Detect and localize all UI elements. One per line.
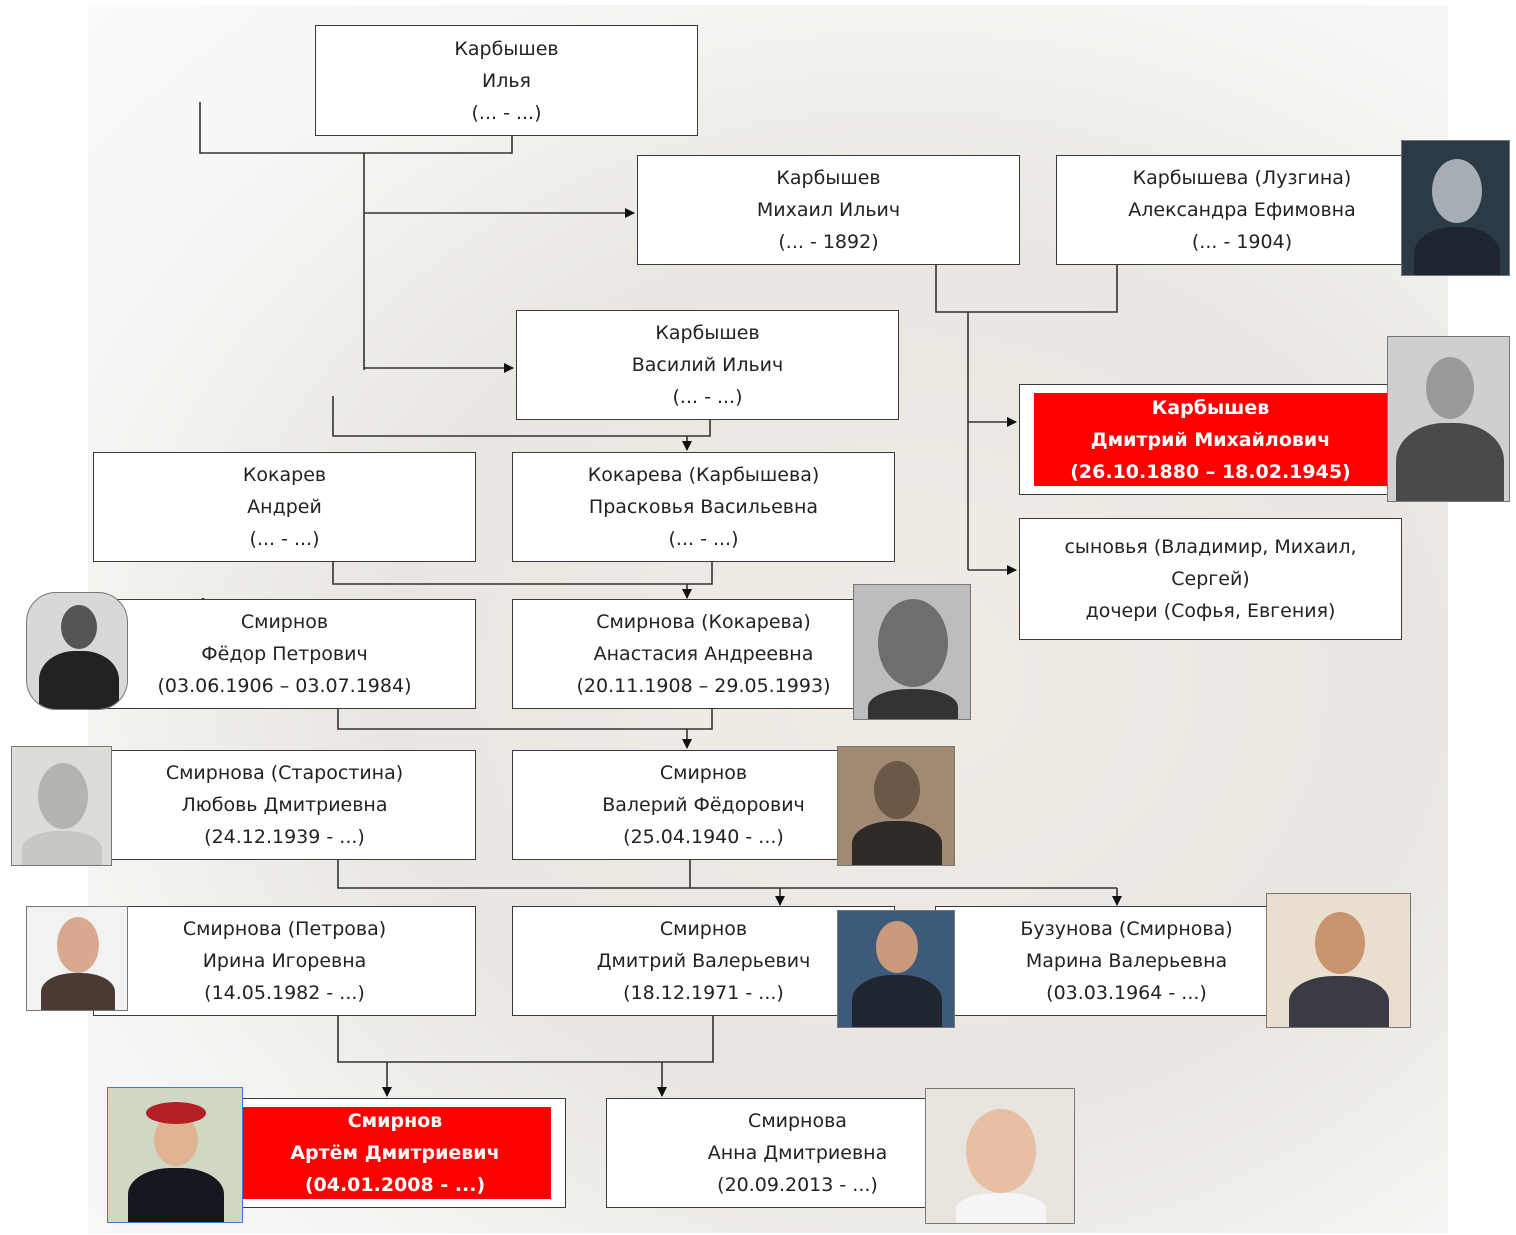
person-card-mikhail: Карбышев Михаил Ильич (... - 1892) [637, 155, 1020, 265]
given-name: Илья [482, 69, 531, 92]
photo-anna [925, 1088, 1075, 1224]
person-card-anastasia: Смирнова (Кокарева) Анастасия Андреевна … [512, 599, 895, 709]
given-name: Александра Ефимовна [1128, 199, 1356, 221]
photo-irina [26, 906, 128, 1011]
person-card-irina: Смирнова (Петрова) Ирина Игоревна (14.05… [93, 906, 476, 1016]
surname: Смирнов [347, 1110, 443, 1132]
person-card-lyubov: Смирнова (Старостина) Любовь Дмитриевна … [93, 750, 476, 860]
person-card-artem: Смирнов Артём Дмитриевич (04.01.2008 - .… [182, 1098, 566, 1208]
given-name: Любовь Дмитриевна [181, 794, 388, 816]
lifespan: (20.09.2013 - ...) [717, 1174, 878, 1196]
connector-irina-dmitry [337, 1016, 714, 1063]
surname: Смирнов [659, 762, 748, 784]
given-name: Артём Дмитриевич [290, 1142, 500, 1164]
photo-dmitry-smirnov [837, 910, 955, 1028]
surname: Смирнова (Старостина) [165, 762, 404, 784]
given-name: Прасковья Васильевна [588, 496, 819, 518]
photo-dmitry-karbyshev [1387, 336, 1510, 502]
connector-fedor-anastasia [337, 709, 713, 730]
surname: Смирнова [748, 1110, 847, 1132]
daughters-line: дочери (Софья, Евгения) [1085, 600, 1336, 622]
person-card-andrey: Кокарев Андрей (... - ...) [93, 452, 476, 562]
surname: Смирнов [659, 918, 748, 940]
surname: Кокарева (Карбышева) [587, 464, 820, 486]
lifespan: (20.11.1908 – 29.05.1993) [576, 675, 831, 697]
surname: Карбышева (Лузгина) [1132, 167, 1352, 189]
connector-ilya [199, 102, 513, 154]
given-name: Василий Ильич [631, 354, 784, 376]
given-name: Валерий Фёдорович [602, 794, 805, 816]
photo-marina [1266, 893, 1411, 1028]
connector-mikhail-alexandra [935, 265, 1118, 313]
given-name: Ирина Игоревна [202, 950, 367, 972]
surname: Бузунова (Смирнова) [1020, 918, 1233, 940]
given-name: Дмитрий Валерьевич [596, 950, 811, 972]
surname: Карбышев [655, 322, 760, 344]
person-card-ilya: Карбышев Илья (... - ...) [315, 25, 698, 136]
lifespan: (26.10.1880 – 18.02.1945) [1070, 460, 1351, 483]
person-card-praskovya: Кокарева (Карбышева) Прасковья Васильевн… [512, 452, 895, 562]
surname: Карбышев [454, 37, 559, 60]
lifespan: (... - ...) [672, 386, 743, 408]
lifespan: (03.03.1964 - ...) [1046, 982, 1207, 1004]
given-name: Анна Дмитриевна [707, 1142, 888, 1164]
sons-line-2: Сергей) [1171, 568, 1250, 590]
surname: Смирнов [240, 611, 329, 633]
photo-lyubov [11, 746, 112, 866]
photo-fedor [26, 592, 128, 710]
person-card-alexandra: Карбышева (Лузгина) Александра Ефимовна … [1056, 155, 1428, 265]
highlight-fill: Карбышев Дмитрий Михайлович (26.10.1880 … [1034, 393, 1387, 486]
connector-andrey-praskovya [332, 562, 713, 585]
lifespan: (03.06.1906 – 03.07.1984) [157, 675, 412, 697]
person-card-vasily: Карбышев Василий Ильич (... - ...) [516, 310, 899, 420]
lifespan: (25.04.1940 - ...) [623, 826, 784, 848]
person-card-marina: Бузунова (Смирнова) Марина Валерьевна (0… [935, 906, 1318, 1016]
lifespan: (14.05.1982 - ...) [204, 982, 365, 1004]
lifespan: (04.01.2008 - ...) [304, 1174, 486, 1196]
connector-lyubov-valery [337, 860, 1117, 889]
person-card-valery: Смирнов Валерий Фёдорович (25.04.1940 - … [512, 750, 895, 860]
lifespan: (24.12.1939 - ...) [204, 826, 365, 848]
given-name: Дмитрий Михайлович [1090, 428, 1331, 451]
given-name: Марина Валерьевна [1025, 950, 1228, 972]
surname: Смирнова (Петрова) [182, 918, 387, 940]
given-name: Андрей [247, 496, 322, 518]
sons-line: сыновья (Владимир, Михаил, [1064, 536, 1357, 558]
surname: Кокарев [242, 464, 327, 486]
lifespan: (... - ...) [249, 528, 320, 550]
surname: Смирнова (Кокарева) [596, 611, 811, 633]
person-card-fedor: Смирнов Фёдор Петрович (03.06.1906 – 03.… [93, 599, 476, 709]
given-name: Анастасия Андреевна [593, 643, 814, 665]
lifespan: (... - ...) [668, 528, 739, 550]
surname: Карбышев [776, 167, 881, 189]
surname: Карбышев [1151, 396, 1270, 419]
given-name: Михаил Ильич [756, 199, 901, 221]
person-card-dmitry-karbyshev: Карбышев Дмитрий Михайлович (26.10.1880 … [1019, 384, 1402, 495]
photo-anastasia [853, 584, 971, 720]
lifespan: (... - ...) [471, 101, 542, 124]
photo-alexandra [1401, 140, 1510, 276]
highlight-fill: Смирнов Артём Дмитриевич (04.01.2008 - .… [239, 1107, 551, 1199]
lifespan: (... - 1904) [1191, 231, 1293, 253]
lifespan: (... - 1892) [778, 231, 879, 253]
connector-vasily [332, 396, 711, 437]
card-siblings: сыновья (Владимир, Михаил, Сергей) дочер… [1019, 518, 1402, 640]
photo-artem [107, 1087, 243, 1223]
photo-valery [837, 746, 955, 866]
lifespan: (18.12.1971 - ...) [623, 982, 784, 1004]
given-name: Фёдор Петрович [201, 643, 368, 665]
